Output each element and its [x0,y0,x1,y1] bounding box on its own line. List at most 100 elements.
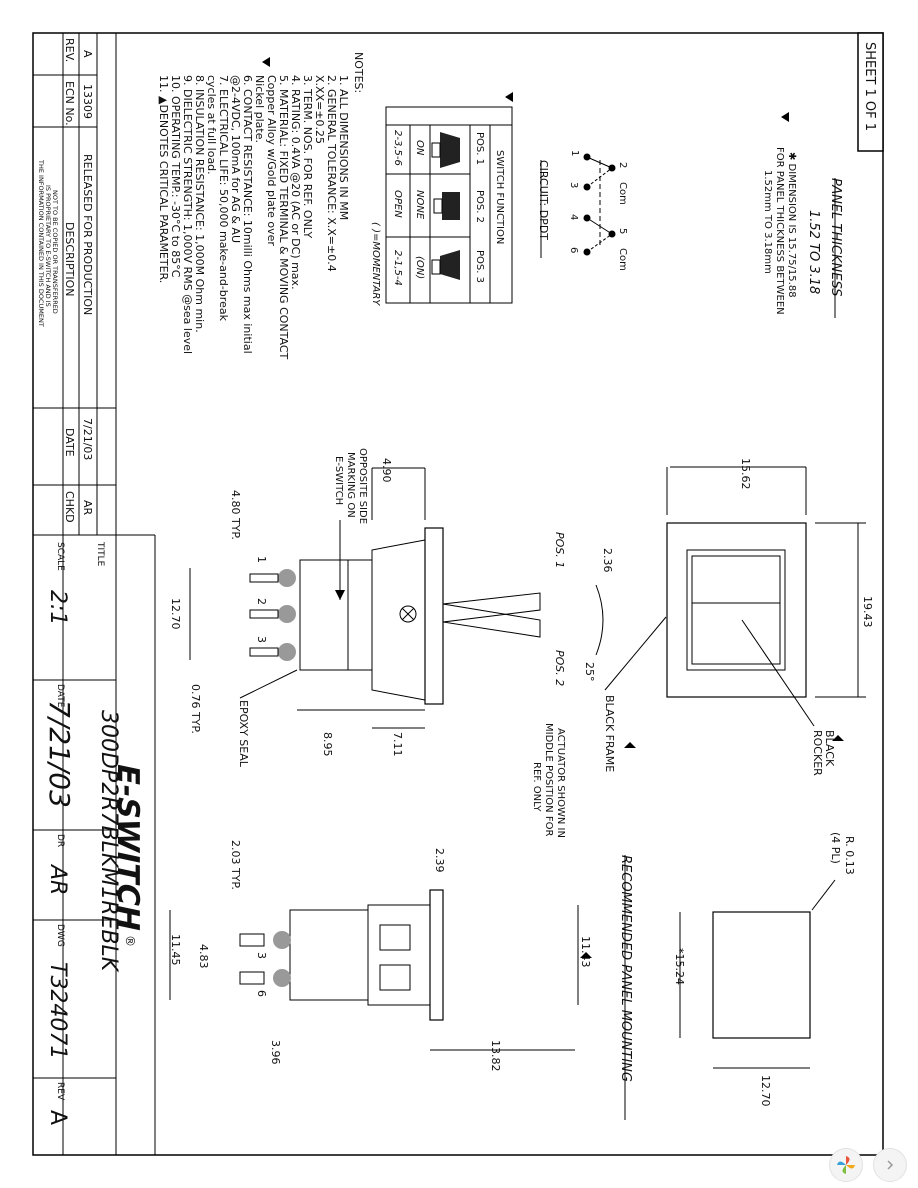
dim-11-43: 11.43 [579,936,592,968]
terminal-6: 6 [568,247,579,253]
actuator-note-3: REF. ONLY [531,762,542,812]
date-value: 7/21/03 [81,418,94,460]
description-value: RELEASED FOR PRODUCTION [81,154,94,315]
dr-label: DR [55,834,65,847]
dim-12-70: 12.70 [169,598,182,630]
circuit-title: CIRCUIT: DPDT [537,160,550,240]
dim-0-76-typ: 0.76 TYP. [189,684,202,734]
note-line-4: 3. TERM. NOS. FOR REF. ONLY [301,75,314,238]
proprietary-line-1: THE INFORMATION CONTAINED IN THIS DOCUME… [37,159,45,327]
critical-triangle-rocker [832,735,844,741]
switch-function-table: SWITCH FUNCTION POS. 1 POS. 2 POS. 3 ON … [370,92,513,306]
svg-text:E-SWITCH: E-SWITCH [110,760,145,934]
side-view: 1 2 3 12.70 4.80 TYP. 0.76 TYP. 4.90 E-S… [169,448,614,838]
dwg-value: T324071 [45,962,70,1059]
dim-4-80-typ: 4.80 TYP. [229,490,242,540]
panel-thickness-note-3: 1.52mm TO 3.18mm [762,170,773,274]
on-pos1: ON [414,140,425,156]
note-line-16: 11. ▲DENOTES CRITICAL PARAMETER. [157,75,170,283]
pos3-header: POS. 3 [474,250,485,283]
notes-title: NOTES: [352,52,365,93]
sheet-label: SHEET 1 OF 1 [862,42,877,131]
side-terminal-1: 1 [255,556,268,563]
chevron-right-icon [887,1160,894,1170]
dim-4-83: 4.83 [197,944,210,969]
end-terminal-6: 6 [255,990,268,997]
end-terminal-3: 3 [255,952,268,959]
sheet-label-box [857,32,884,152]
conn-pos3: 2-1,5-4 [392,250,403,286]
rocker-icon-pos2 [433,192,460,220]
side-terminal-2: 2 [255,598,268,605]
drawing-frame [62,32,884,1156]
note-line-9: 6. CONTACT RESISTANCE: 10milli Ohms max … [241,75,254,354]
note-line-14: 9. DIELECTRIC STRENGTH: 1,000V RMS @sea … [181,75,194,354]
e-switch-logo: E-SWITCH ® [110,760,145,947]
rocker-icon-pos3 [431,250,460,280]
critical-triangle-table [505,92,513,102]
dim-3-96: 3.96 [269,1040,282,1065]
dim-7-11: 7.11 [391,732,404,757]
note-line-7: Copper Alloy w/Gold plate over [265,75,278,246]
viewer-logo-button[interactable] [829,1148,863,1182]
note-line-2: 2. GENERAL TOLERANCE: X.X=±0.4 [325,75,338,272]
panel-mounting: RECOMMENDED PANEL MOUNTING R. 0.13 (4 PL… [618,832,856,1120]
panel-radius: R. 0.13 [843,836,856,875]
side-terminal-3: 3 [255,636,268,643]
ecn-header: ECN No. [63,81,76,126]
switch-function-title: SWITCH FUNCTION [494,150,505,244]
drawing-title: 300DP2R7BLKM1REBLK [96,710,121,973]
com-label-1: Com [617,182,628,205]
pos1-header: POS. 1 [474,132,485,165]
terminal-2: 2 [617,162,628,168]
note-line-11: 7. ELECTRICAL LIFE: 50,000 make-and-brea… [217,75,230,322]
label-black-frame: BLACK FRAME [603,695,616,772]
date-value-title: 7/21/03 [43,700,76,808]
dim-13-82: 13.82 [489,1040,502,1072]
chkd-header: CHKD [63,491,76,523]
label-epoxy-seal: EPOXY SEAL [237,700,250,768]
dr-value: AR [45,863,70,895]
rev-label-title: REV [55,1082,65,1101]
momentary-note: ( )=MOMENTARY [370,222,381,306]
critical-triangle-end [580,952,592,958]
rev-value: A [81,50,94,58]
note-line-1: 1. ALL DIMENSIONS IN MM [337,75,350,220]
title-label: TITLE [95,541,105,567]
panel-thickness-note-1: ✱ DIMENSION IS 15.75/15.88 [786,152,797,298]
on-pos2: NONE [414,190,425,220]
com-label-2: Com [617,248,628,271]
dim-8-95: 8.95 [321,732,334,757]
note-line-6: 5. MATERIAL: FIXED TERMINAL & MOVING CON… [277,75,290,360]
panel-thickness-range: 1.52 TO 3.18 [806,210,821,294]
terminal-5: 5 [617,228,628,234]
note-line-12: cycles at full load. [205,75,218,175]
note-line-13: 8. INSULATION RESISTANCE: 1,000M Ohm min… [193,75,206,333]
dim-2-39: 2.39 [433,848,446,873]
rev-header: REV. [63,38,76,62]
next-page-button[interactable] [873,1148,907,1182]
note-line-8: Nickel plate. [253,75,266,143]
rev-value-title: A [45,1110,70,1125]
terminal-4: 4 [568,214,579,220]
dim-4-90: 4.90 [380,458,393,483]
end-view: 3 6 2.39 2.03 TYP. 11.43 11.45 4.83 3.96… [169,840,592,1072]
note-line-15: 10. OPERATING TEMP.: -30°C to 85°C [169,75,182,278]
pos2-header: POS. 2 [474,190,485,223]
date-header: DATE [63,428,76,457]
scale-value: 2:1 [45,590,70,625]
panel-thickness-note-2: FOR PANEL THICKNESS BETWEEN [774,147,785,315]
panel-radius-qty: (4 PL) [829,832,842,864]
actuator-note-2: MIDDLE POSITION FOR [543,723,554,836]
proprietary-line-2: IS PROPRIETARY TO E-SWITCH AND IS [44,185,52,307]
dim-25-deg: 25° [583,662,596,682]
critical-triangle-panel [781,112,789,122]
dim-front-width: 15.62 [739,458,752,490]
ecn-value: 13309 [81,84,94,119]
terminal-1: 1 [569,150,580,156]
actuator-note-1: ACTUATOR SHOWN IN [555,728,566,838]
label-black-rocker: BLACKROCKER [811,730,836,776]
dim-11-45: 11.45 [169,934,182,966]
pinwheel-icon [837,1156,855,1174]
